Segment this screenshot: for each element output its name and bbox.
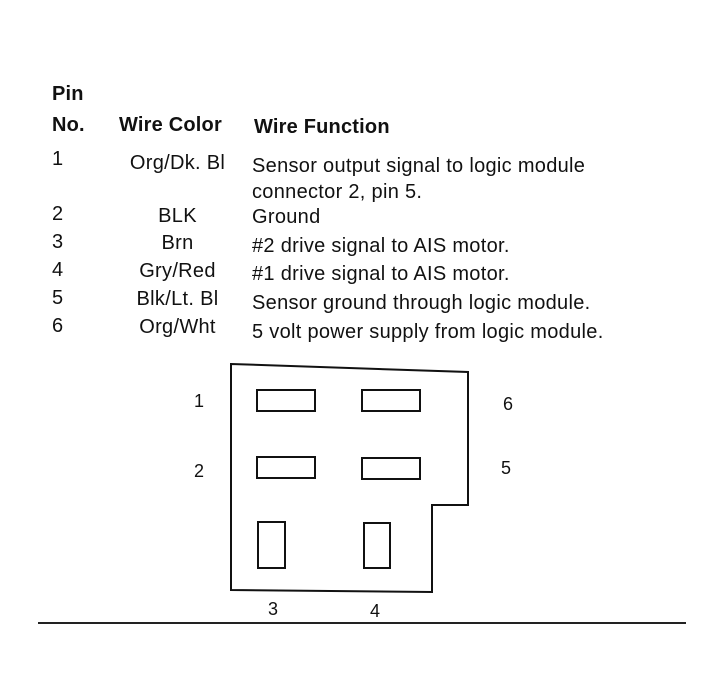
row2-function: Ground xyxy=(252,206,321,228)
row1-function-cont: connector 2, pin 5. xyxy=(252,181,423,203)
row1-color: Org/Dk. Bl xyxy=(129,152,226,174)
row1-function: Sensor output signal to logic module xyxy=(252,155,586,177)
pin-2-terminal xyxy=(256,456,316,479)
pin-4-terminal xyxy=(363,522,391,569)
pin-6-terminal xyxy=(361,389,421,412)
row3-pin: 3 xyxy=(52,231,64,253)
row3-function: #2 drive signal to AIS motor. xyxy=(252,235,510,257)
row4-function: #1 drive signal to AIS motor. xyxy=(252,263,510,285)
pin-1-terminal xyxy=(256,389,316,412)
row1-pin: 1 xyxy=(52,148,64,170)
connector-outline xyxy=(230,362,469,594)
bottom-rule xyxy=(38,622,686,624)
row5-pin: 5 xyxy=(52,287,64,309)
pin-label-2: 2 xyxy=(194,461,204,481)
row2-color: BLK xyxy=(158,205,197,227)
row4-color: Gry/Red xyxy=(139,260,216,282)
pin-5-terminal xyxy=(361,457,421,480)
row6-function: 5 volt power supply from logic module. xyxy=(252,321,604,343)
row6-pin: 6 xyxy=(52,315,64,337)
header-wire-color: Wire Color xyxy=(119,114,222,136)
row5-function: Sensor ground through logic module. xyxy=(252,292,591,314)
pin-label-4: 4 xyxy=(370,601,380,621)
row3-color: Brn xyxy=(161,232,194,254)
row5-color: Blk/Lt. Bl xyxy=(136,288,219,310)
row2-pin: 2 xyxy=(52,203,64,225)
row6-color: Org/Wht xyxy=(139,316,216,338)
pin-3-terminal xyxy=(257,521,286,569)
pin-label-3: 3 xyxy=(268,599,278,619)
pin-label-6: 6 xyxy=(503,394,513,414)
pin-label-1: 1 xyxy=(194,391,204,411)
header-pin-line1: Pin xyxy=(52,83,84,105)
row4-pin: 4 xyxy=(52,259,64,281)
header-pin-no: No. xyxy=(52,114,85,136)
pin-label-5: 5 xyxy=(501,458,511,478)
header-wire-function: Wire Function xyxy=(254,116,390,138)
